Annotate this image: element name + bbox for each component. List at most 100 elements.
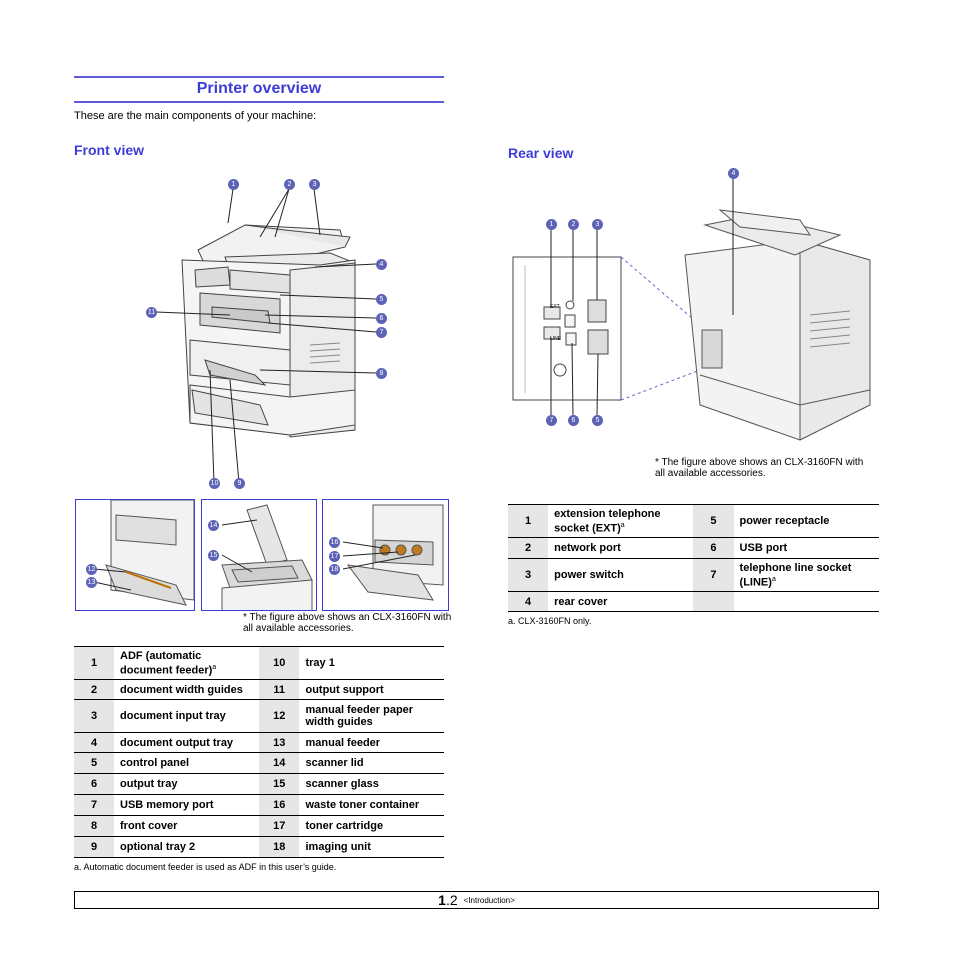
part-label-text: toner cartridge (305, 820, 384, 832)
chapter-label: <Introduction> (463, 895, 515, 905)
callout-8: 8 (376, 368, 387, 379)
part-label-text: USB port (739, 542, 788, 554)
callout-13: 13 (86, 577, 97, 588)
part-label-text: USB memory port (120, 799, 214, 811)
part-label-text: manual feeder (305, 736, 381, 749)
part-label: document width guides (114, 679, 259, 700)
part-label-text: document output tray (120, 736, 234, 749)
part-number: 3 (74, 699, 114, 733)
footnote-marker: a (212, 663, 217, 671)
part-label: manual feeder paper width guides (299, 699, 444, 733)
part-number: 5 (693, 504, 734, 538)
part-number: 1 (74, 646, 114, 680)
front-footnote: a. Automatic document feeder is used as … (74, 862, 337, 872)
part-number: 16 (258, 794, 300, 816)
part-label (733, 591, 879, 612)
callout-4: 4 (376, 259, 387, 270)
part-number: 13 (258, 732, 300, 753)
part-number: 18 (258, 836, 300, 858)
intro-text: These are the main components of your ma… (74, 110, 317, 122)
part-label: scanner glass (299, 773, 444, 795)
table-row: 4 document output tray 13 manual feeder (74, 732, 444, 753)
scanner-illustration (221, 504, 313, 610)
callout-18: 18 (329, 564, 340, 575)
front-view-heading: Front view (74, 142, 145, 158)
part-label: rear cover (548, 591, 694, 612)
part-label-text: waste toner container (305, 799, 420, 811)
part-label-text: optional tray 2 (120, 841, 196, 853)
part-number: 3 (508, 558, 549, 592)
part-label: toner cartridge (299, 815, 444, 837)
part-label-text: output support (305, 683, 384, 696)
rear-view-figure: EXT LINE 1 2 3 4 5 6 7 (510, 165, 880, 455)
part-label-text: extension telephone socket (EXT) (554, 507, 661, 535)
part-label-text: imaging unit (305, 841, 371, 853)
part-label-text: scanner lid (305, 757, 364, 769)
part-number: 6 (693, 537, 734, 559)
table-row: 2 network port 6 USB port (508, 537, 879, 559)
rear-view-heading: Rear view (508, 145, 574, 161)
part-label: front cover (114, 815, 259, 837)
part-label-text: rear cover (554, 595, 608, 608)
page-title: Printer overview (74, 76, 444, 103)
part-label: manual feeder (299, 732, 444, 753)
part-label-text: tray 1 (305, 657, 335, 669)
part-number: 4 (74, 732, 114, 753)
callout-1: 1 (228, 179, 239, 190)
part-label: optional tray 2 (114, 836, 259, 858)
callout-10: 10 (209, 478, 220, 489)
part-number: 11 (258, 679, 300, 700)
part-label: telephone line socket (LINE)a (733, 558, 879, 592)
part-number: 14 (258, 752, 300, 774)
callout-2: 2 (284, 179, 295, 190)
part-number: 2 (508, 537, 549, 559)
part-label-text: network port (554, 542, 621, 554)
part-label-text: power switch (554, 569, 624, 581)
part-label: document output tray (114, 732, 259, 753)
part-number: 15 (258, 773, 300, 795)
part-number: 12 (258, 699, 300, 733)
part-label-text: ADF (automatic document feeder) (120, 649, 213, 677)
part-label: control panel (114, 752, 259, 774)
part-number: 5 (74, 752, 114, 774)
part-number: 8 (74, 815, 114, 837)
callout-6: 6 (376, 313, 387, 324)
part-number: 1 (508, 504, 549, 538)
part-number: 9 (74, 836, 114, 858)
part-label: power receptacle (733, 504, 879, 538)
part-label: ADF (automatic document feeder)a (114, 646, 259, 680)
part-label: power switch (548, 558, 694, 592)
part-label: document input tray (114, 699, 259, 733)
callout-17: 17 (329, 551, 340, 562)
part-label-text: telephone line socket (LINE) (739, 561, 852, 589)
part-label: waste toner container (299, 794, 444, 816)
footnote-marker: a (771, 575, 776, 583)
part-label: network port (548, 537, 694, 559)
detail-figure-scanner: 14 15 (201, 499, 317, 611)
callout-7: 7 (376, 327, 387, 338)
front-printer-illustration (155, 188, 377, 484)
callout-3: 3 (309, 179, 320, 190)
part-label-text: power receptacle (739, 515, 830, 527)
footnote-marker: a (620, 521, 625, 529)
part-label: tray 1 (299, 646, 444, 680)
part-label-text: front cover (120, 820, 178, 832)
callout-11: 11 (146, 307, 157, 318)
rear-callout-5: 5 (592, 415, 603, 426)
rear-callout-1: 1 (546, 219, 557, 230)
front-accessory-note: * The figure above shows an CLX-3160FN w… (243, 612, 452, 634)
part-label: imaging unit (299, 836, 444, 858)
rear-callout-2: 2 (568, 219, 579, 230)
